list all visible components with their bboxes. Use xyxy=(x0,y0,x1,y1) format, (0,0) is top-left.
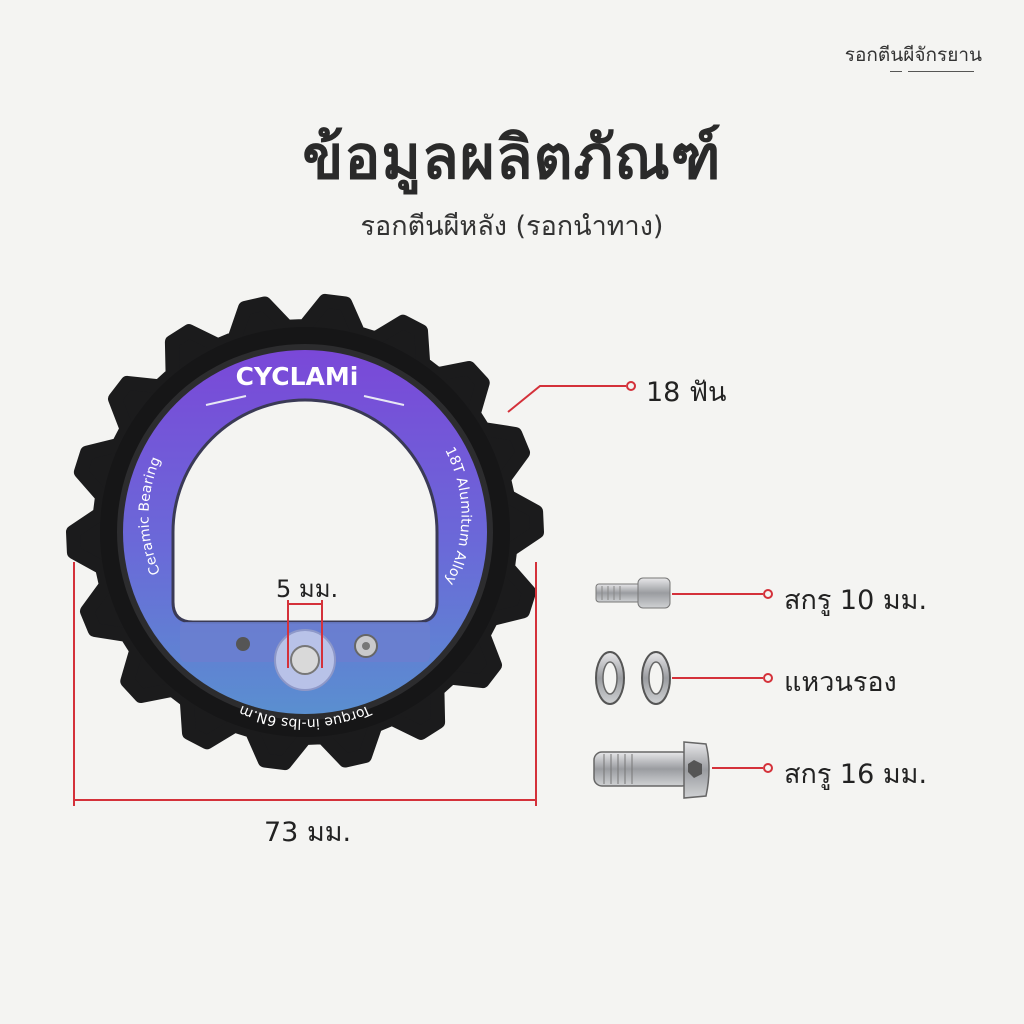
pulley-sprocket xyxy=(66,293,544,771)
diameter-dimension xyxy=(73,562,537,806)
brand-logo: CYCLAMi xyxy=(236,362,359,391)
page-subtitle: รอกตีนผีหลัง (รอกนำทาง) xyxy=(360,211,664,242)
long-screw-label: สกรู 16 มม. xyxy=(784,759,928,790)
teeth-label: 18 ฟัน xyxy=(646,377,727,408)
bore-label: 5 มม. xyxy=(276,575,339,603)
diameter-label: 73 มม. xyxy=(264,817,352,848)
corner-dash xyxy=(890,71,902,72)
bore-dimension xyxy=(287,600,323,668)
corner-underline xyxy=(908,71,974,72)
washer-callout xyxy=(672,673,773,683)
short-screw xyxy=(595,577,671,609)
short-screw-callout xyxy=(672,589,773,599)
long-screw xyxy=(593,741,710,799)
corner-tag: รอกตีนผีจักรยาน xyxy=(844,44,982,66)
long-screw-callout xyxy=(712,763,773,773)
short-screw-label: สกรู 10 มม. xyxy=(784,585,928,616)
washer-label: แหวนรอง xyxy=(784,667,897,698)
washers xyxy=(595,651,671,705)
page-title: ข้อมูลผลิตภัณฑ์ xyxy=(302,123,722,193)
teeth-callout xyxy=(507,381,636,413)
